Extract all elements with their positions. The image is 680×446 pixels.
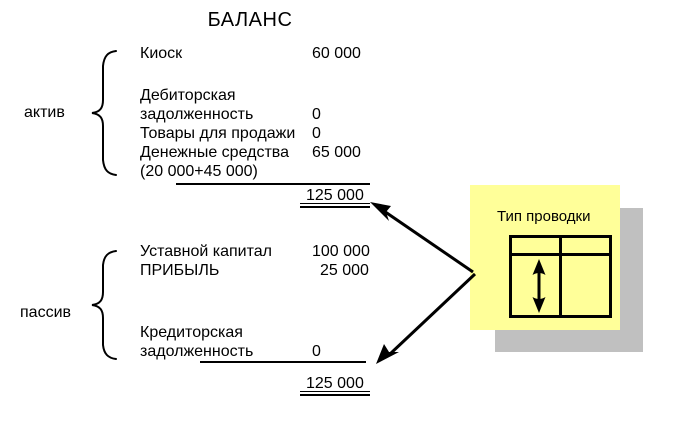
liability-row-name-1: ПРИБЫЛЬ	[140, 262, 220, 279]
callout-title: Тип проводки	[497, 208, 591, 225]
asset-row-name-1: Дебиторская	[140, 87, 236, 104]
section-label-asset: актив	[24, 104, 65, 121]
liability-row-value-3: 0	[312, 343, 321, 360]
liability-total-rule	[200, 361, 366, 363]
liability-total-value: 125 000	[306, 375, 364, 392]
asset-total-underline-1	[300, 203, 370, 204]
asset-row-name-3: Товары для продажи	[140, 125, 296, 142]
asset-row-value-4: 65 000	[312, 144, 361, 161]
asset-total-value: 125 000	[306, 187, 364, 204]
liability-row-name-2: Кредиторская	[140, 324, 243, 341]
liability-row-value-1: 25 000	[320, 262, 369, 279]
asset-row-value-3: 0	[312, 125, 321, 142]
posting-type-table[interactable]	[509, 235, 612, 318]
asset-total-underline-2	[300, 206, 370, 208]
asset-total-rule	[176, 183, 370, 185]
brace-asset	[78, 48, 118, 178]
liability-row-value-0: 100 000	[312, 243, 370, 260]
asset-row-name-0: Киоск	[140, 45, 183, 62]
double-vertical-arrow-icon	[527, 258, 551, 314]
callout-card[interactable]: Тип проводки	[470, 185, 620, 330]
liability-total-underline-2	[300, 394, 370, 396]
asset-row-value-2: 0	[312, 106, 321, 123]
liability-row-name-0: Уставной капитал	[140, 243, 272, 260]
liability-total-underline-1	[300, 391, 370, 392]
liability-row-name-3: задолженность	[140, 343, 254, 360]
brace-liability	[78, 248, 118, 362]
asset-row-value-0: 60 000	[312, 45, 361, 62]
asset-row-name-4: Денежные средства	[140, 144, 289, 161]
asset-row-name-2: задолженность	[140, 106, 254, 123]
page-title: БАЛАНС	[207, 9, 293, 31]
section-label-liability: пассив	[20, 304, 71, 321]
arrow-to-asset-total	[362, 198, 482, 280]
asset-row-name-5: (20 000+45 000)	[140, 163, 258, 180]
arrow-to-liability-total	[368, 266, 484, 366]
table-column-divider	[559, 238, 562, 315]
